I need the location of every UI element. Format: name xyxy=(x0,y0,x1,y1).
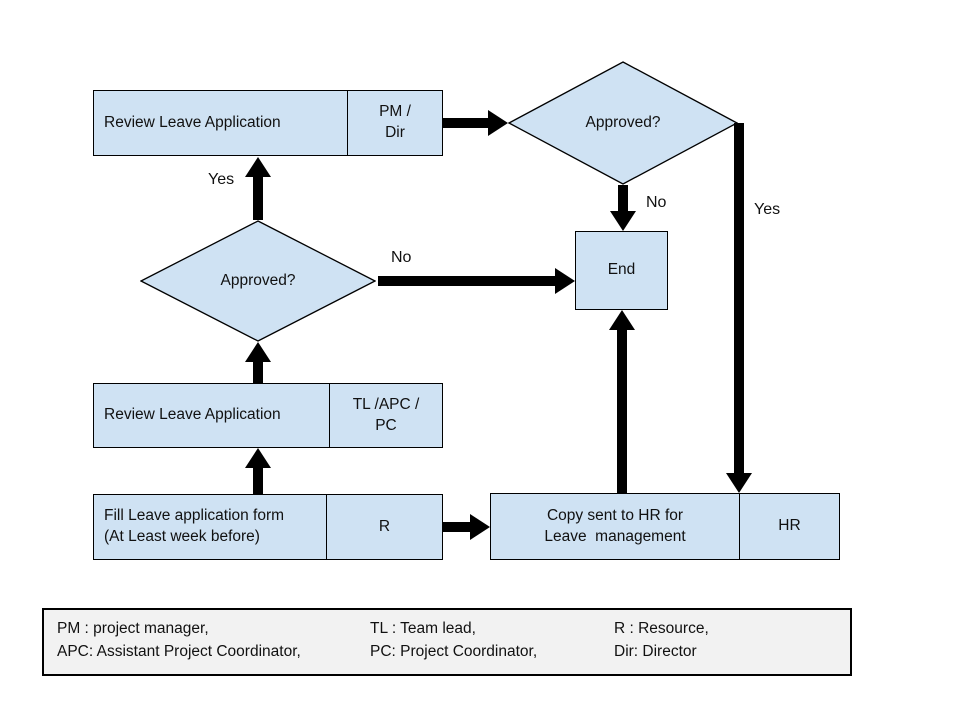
edge-label-yes: Yes xyxy=(208,171,235,188)
arrow-review-top-to-approved-head xyxy=(488,110,508,136)
arrow-copy-to-end-shaft xyxy=(617,328,627,493)
legend-entry-tl: TL : Team lead, xyxy=(370,620,476,637)
arrow-no-mid-to-end-head xyxy=(555,268,575,294)
arrow-review-mid-to-approved-head xyxy=(245,342,271,362)
node-label: Fill Leave application form (At Least we… xyxy=(104,507,285,545)
arrow-fill-to-review-mid-shaft xyxy=(253,466,263,494)
arrow-no-top-to-end-head xyxy=(610,211,636,231)
node-label: End xyxy=(607,261,636,279)
arrow-no-top-to-end-shaft xyxy=(618,185,628,213)
legend-entry-dir: Dir: Director xyxy=(614,643,697,660)
node-role-badge: TL /APC / PC xyxy=(329,384,442,447)
decision-approved-mid: Approved? xyxy=(140,220,376,342)
node-label: Review Leave Application xyxy=(104,113,281,131)
arrow-yes-mid-to-review-top-head xyxy=(245,157,271,177)
diamond-shape xyxy=(508,61,738,185)
arrow-yes-top-to-hr-head xyxy=(726,473,752,493)
node-label: Copy sent to HR for Leave management xyxy=(544,506,686,545)
arrow-review-top-to-approved-shaft xyxy=(443,118,490,128)
legend-entry-pm: PM : project manager, xyxy=(57,620,209,637)
edge-label-yes: Yes xyxy=(754,201,781,218)
legend-entry-r: R : Resource, xyxy=(614,620,709,637)
decision-approved-top: Approved? xyxy=(508,61,738,185)
diamond-shape xyxy=(140,220,376,342)
arrow-yes-top-to-hr-shaft xyxy=(734,123,744,475)
node-role-badge: PM / Dir xyxy=(347,91,442,155)
arrow-fill-to-copy-shaft xyxy=(443,522,472,532)
node-role-badge: R xyxy=(326,495,442,559)
node-review-leave-application-pm-dir: Review Leave Application PM / Dir xyxy=(93,90,443,156)
arrow-yes-mid-to-review-top-shaft xyxy=(253,174,263,220)
decision-label: Approved? xyxy=(220,272,296,289)
edge-label-no: No xyxy=(646,194,667,211)
arrow-review-mid-to-approved-shaft xyxy=(253,360,263,383)
decision-label: Approved? xyxy=(585,114,661,131)
legend-entry-pc: PC: Project Coordinator, xyxy=(370,643,538,660)
arrow-copy-to-end-head xyxy=(609,310,635,330)
node-fill-leave-application-form: Fill Leave application form (At Least we… xyxy=(93,494,443,560)
edge-label-no: No xyxy=(391,249,412,266)
node-copy-sent-to-hr: Copy sent to HR for Leave management HR xyxy=(490,493,840,560)
arrow-fill-to-review-mid-head xyxy=(245,448,271,468)
arrow-fill-to-copy-head xyxy=(470,514,490,540)
node-end: End xyxy=(575,231,668,310)
node-role-badge: HR xyxy=(739,494,839,559)
legend-box: PM : project manager, TL : Team lead, R … xyxy=(42,608,852,676)
legend-entry-apc: APC: Assistant Project Coordinator, xyxy=(57,643,301,660)
node-review-leave-application-tl-apc-pc: Review Leave Application TL /APC / PC xyxy=(93,383,443,448)
arrow-no-mid-to-end-shaft xyxy=(378,276,557,286)
node-label: Review Leave Application xyxy=(104,406,281,424)
